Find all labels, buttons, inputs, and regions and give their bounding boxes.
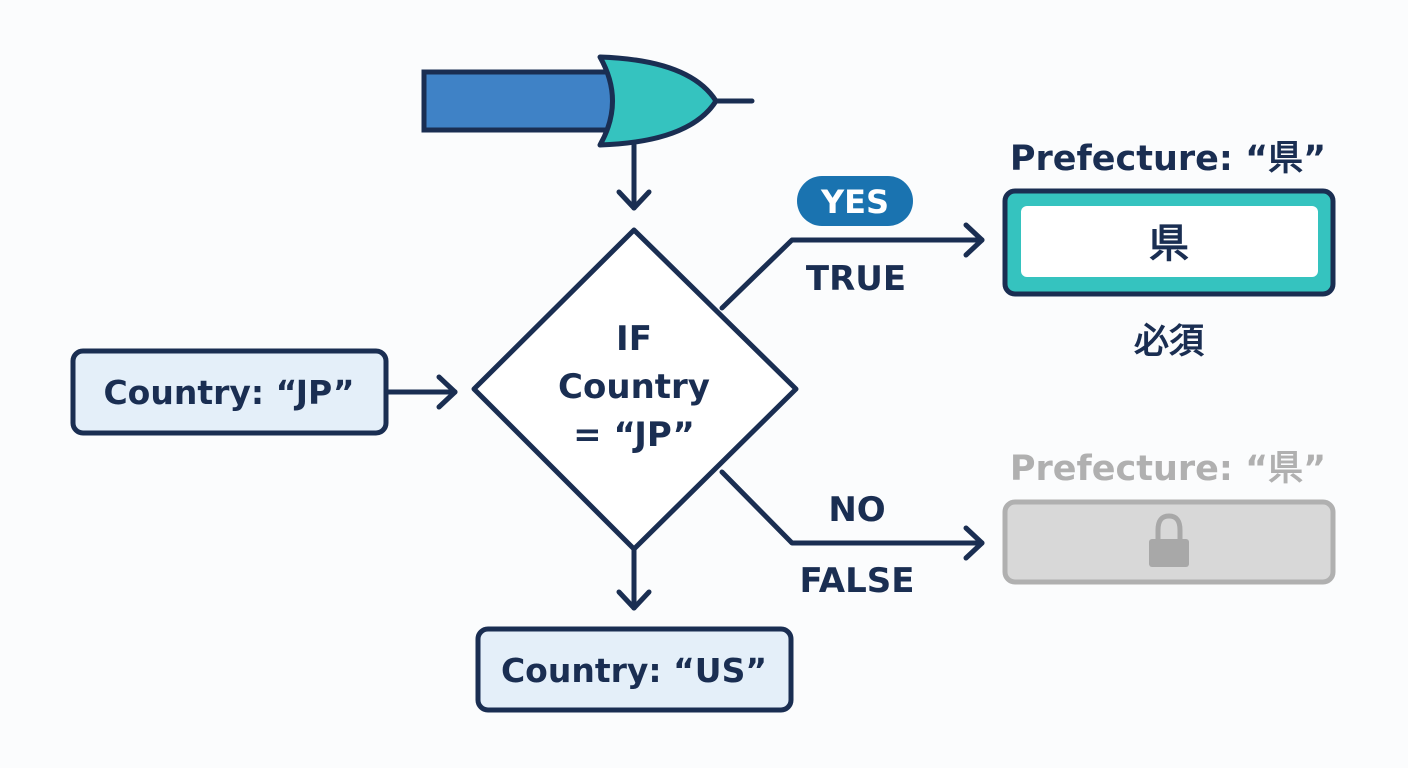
active-field-value: 県 [1149,221,1189,267]
disabled-field-title: Prefecture: “県” [1010,449,1326,489]
active-field-title: Prefecture: “県” [1010,139,1326,179]
false-label: FALSE [799,561,914,601]
yes-badge-label: YES [820,183,889,221]
yes-badge [797,176,913,226]
or-gate-icon [421,54,755,148]
arrow-no-branch [719,469,985,561]
arrow-input-to-decision [383,374,458,410]
no-label: NO [828,490,885,530]
arrow-yes-branch [719,222,985,311]
arrow-decision-to-us [616,546,652,611]
output-country-us-label: Country: “US” [501,651,767,690]
decision-line-1: IF [616,319,652,359]
active-field-required-note: 必須 [1134,322,1205,362]
decision-line-3: = “JP” [573,415,695,455]
lock-icon [1149,513,1189,567]
arrow-gate-to-decision [616,142,652,211]
output-country-us-box [475,626,794,713]
decision-line-2: Country [558,367,710,407]
active-field-input[interactable] [1021,206,1318,277]
input-country-label: Country: “JP” [103,373,354,412]
true-label: TRUE [806,259,906,299]
